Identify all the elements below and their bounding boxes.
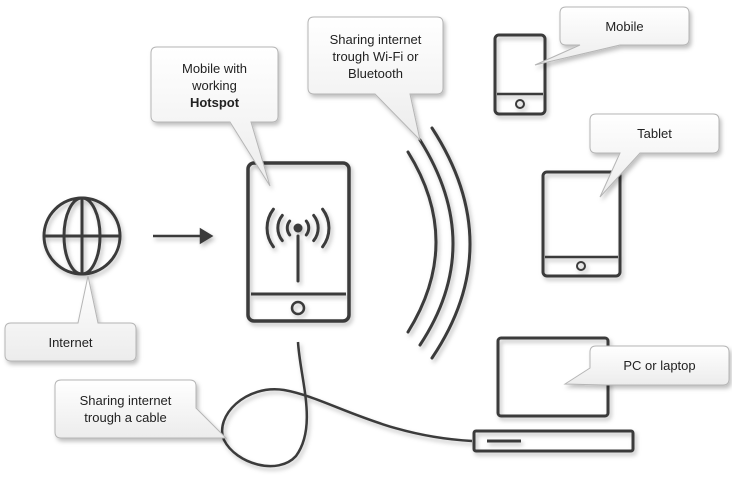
hotspot-callout xyxy=(150,46,279,187)
cable-icon xyxy=(221,341,473,468)
cable-callout xyxy=(54,379,228,439)
wireless-waves-icon xyxy=(406,126,472,360)
pc-callout xyxy=(563,345,730,386)
globe-icon xyxy=(42,196,122,276)
wifi-signal-icon xyxy=(265,207,331,283)
wireless-callout xyxy=(307,16,444,142)
mobile-phone-icon xyxy=(493,33,547,116)
hotspot-phone-icon xyxy=(246,161,351,323)
arrow-right-icon xyxy=(153,227,214,245)
tablet-callout xyxy=(589,113,720,198)
mobile-callout xyxy=(534,6,690,66)
internet-callout xyxy=(4,275,137,362)
tablet-icon xyxy=(541,170,622,278)
